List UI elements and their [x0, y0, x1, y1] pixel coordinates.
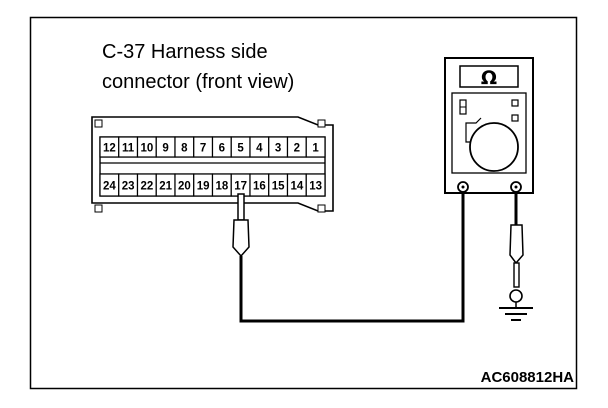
pin-label: 3: [275, 143, 281, 155]
connector-corner-tab: [317, 119, 326, 128]
pin-row-top: [99, 136, 326, 158]
pin-label: 22: [140, 181, 153, 193]
meter-indicator: [511, 99, 519, 107]
pin-label: 13: [309, 181, 322, 193]
connector-corner-tab: [94, 204, 103, 213]
pin-label: 15: [272, 181, 285, 193]
pin-label: 24: [103, 181, 116, 193]
pin-label: 5: [237, 143, 244, 155]
test-lead-wire: [239, 188, 465, 323]
pin-cell-top: [305, 136, 326, 158]
meter-terminal-dot: [461, 185, 465, 189]
pin-row-bottom: [99, 173, 326, 197]
pin-label: 18: [215, 181, 228, 193]
probe-icon: [232, 193, 250, 258]
pin-label: 20: [178, 181, 191, 193]
meter-dial: [469, 122, 519, 172]
pin-label: 11: [122, 143, 135, 155]
meter-terminal-dot: [514, 185, 518, 189]
ground-icon: [499, 307, 533, 321]
figure-code: AC608812HA: [481, 369, 575, 386]
connector-corner-tab: [94, 119, 103, 128]
pin-label: 7: [200, 143, 206, 155]
pin-labels-bottom: 24 23 22 21 20 19 18 17 16 15 14 13: [103, 181, 322, 193]
pin-label: 12: [103, 143, 116, 155]
pin-label: 19: [197, 181, 210, 193]
pin-label: 9: [162, 143, 168, 155]
pin-label: 6: [219, 143, 225, 155]
pin-label: 21: [159, 181, 172, 193]
title-line-1: C-37 Harness side: [102, 41, 268, 63]
ground-probe: [509, 192, 524, 308]
meter-display: [459, 65, 519, 88]
pin-label: 2: [294, 143, 300, 155]
pin-label: 10: [140, 143, 153, 155]
pin-label: 4: [256, 143, 263, 155]
title-line-2: connector (front view): [102, 71, 294, 93]
meter-indicator: [511, 114, 519, 122]
pin-label: 1: [312, 143, 319, 155]
meter-dial-bracket: [465, 117, 482, 143]
pin-label: 14: [290, 181, 303, 193]
connector-corner-tab: [317, 204, 326, 213]
ohm-symbol: Ω: [481, 67, 497, 89]
ohmmeter-icon: Ω: [444, 57, 534, 194]
pin-label: 23: [122, 181, 135, 193]
pin-label: 8: [181, 143, 188, 155]
pin-label: 16: [253, 181, 266, 193]
pin-cell-bottom: [305, 173, 326, 197]
pin-label: 17: [234, 181, 247, 193]
